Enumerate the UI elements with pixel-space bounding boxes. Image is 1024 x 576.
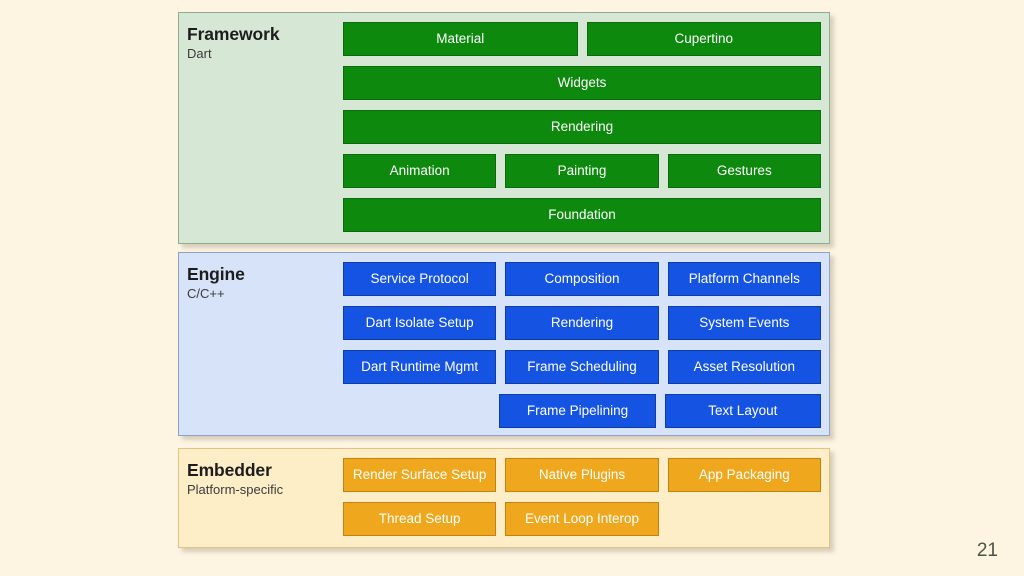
page-number: 21 xyxy=(976,540,998,561)
layer-subtitle-framework: Dart xyxy=(187,46,212,62)
block-rendering[interactable]: Rendering xyxy=(505,306,659,340)
block-row: Widgets xyxy=(343,66,821,100)
block-dart-isolate-setup[interactable]: Dart Isolate Setup xyxy=(343,306,497,340)
block-widgets[interactable]: Widgets xyxy=(343,66,821,100)
layer-subtitle-embedder: Platform-specific xyxy=(187,482,284,498)
block-row: Rendering xyxy=(343,110,821,144)
block-thread-setup[interactable]: Thread Setup xyxy=(343,502,497,536)
block-system-events[interactable]: System Events xyxy=(667,306,821,340)
block-service-protocol[interactable]: Service Protocol xyxy=(343,262,497,296)
block-painting[interactable]: Painting xyxy=(505,154,659,188)
block-asset-resolution[interactable]: Asset Resolution xyxy=(667,350,821,384)
layer-title-embedder: Embedder xyxy=(187,460,272,480)
block-gestures[interactable]: Gestures xyxy=(667,154,821,188)
block-animation[interactable]: Animation xyxy=(343,154,497,188)
block-cupertino[interactable]: Cupertino xyxy=(586,22,821,56)
layer-title-framework: Framework xyxy=(187,24,280,44)
block-rendering[interactable]: Rendering xyxy=(343,110,821,144)
block-dart-runtime-mgmt[interactable]: Dart Runtime Mgmt xyxy=(343,350,497,384)
block-platform-channels[interactable]: Platform Channels xyxy=(667,262,821,296)
block-event-loop-interop[interactable]: Event Loop Interop xyxy=(505,502,659,536)
block-material[interactable]: Material xyxy=(343,22,578,56)
block-composition[interactable]: Composition xyxy=(505,262,659,296)
layer-title-engine: Engine xyxy=(187,264,245,284)
block-text-layout[interactable]: Text Layout xyxy=(664,394,821,428)
block-render-surface-setup[interactable]: Render Surface Setup xyxy=(343,458,497,492)
block-row: Foundation xyxy=(343,198,821,232)
block-frame-scheduling[interactable]: Frame Scheduling xyxy=(505,350,659,384)
block-foundation[interactable]: Foundation xyxy=(343,198,821,232)
block-frame-pipelining[interactable]: Frame Pipelining xyxy=(499,394,656,428)
layer-subtitle-engine: C/C++ xyxy=(187,286,225,302)
block-native-plugins[interactable]: Native Plugins xyxy=(505,458,659,492)
block-app-packaging[interactable]: App Packaging xyxy=(667,458,821,492)
